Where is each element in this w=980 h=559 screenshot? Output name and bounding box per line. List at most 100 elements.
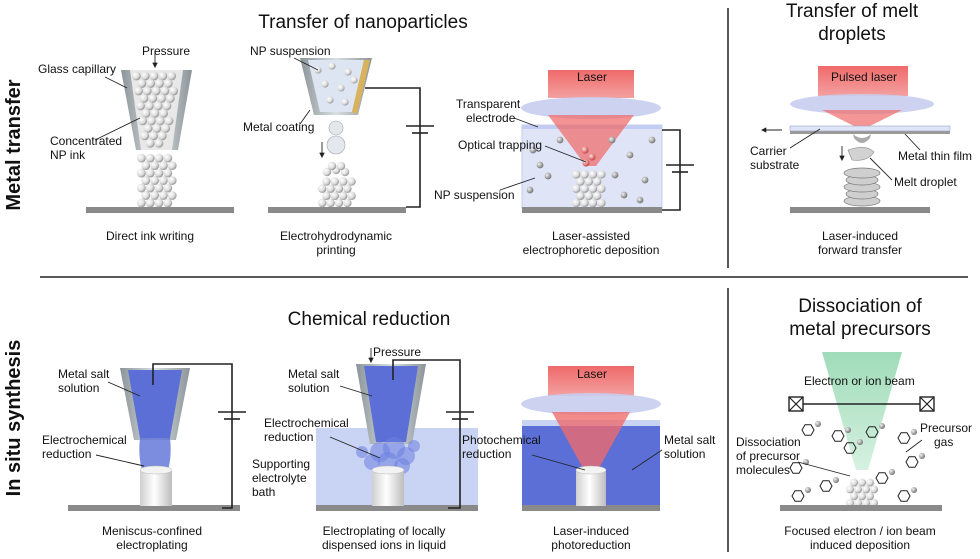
nanoparticle <box>163 183 173 193</box>
nanoparticle <box>576 191 585 201</box>
nanoparticle <box>137 153 146 163</box>
nanoparticle <box>866 492 874 501</box>
nanoparticle <box>340 167 350 177</box>
suspension-particles <box>314 62 358 106</box>
caption-lip-line2: photoreduction <box>551 538 630 552</box>
nanoparticle <box>165 94 175 103</box>
caption-mce-line2: electroplating <box>116 538 187 552</box>
ejected-film <box>853 134 871 143</box>
nanoparticle <box>167 191 177 200</box>
nanoparticle <box>163 168 173 178</box>
caption-ehd-line2: printing <box>316 243 355 257</box>
deposited-pillar <box>575 465 607 506</box>
nanoparticle <box>322 177 331 186</box>
label-salt-line1-6: Metal salt <box>288 367 340 381</box>
metal-salt-solution <box>364 366 418 442</box>
precursor-ring <box>897 432 911 444</box>
nanoparticle <box>154 168 164 178</box>
precursor-ring <box>801 424 815 436</box>
nanoparticle <box>347 177 356 186</box>
nanoparticle <box>858 478 866 487</box>
caption-febid-line1: Focused electron / ion beam <box>784 524 935 538</box>
nanoparticle <box>580 170 589 179</box>
label-np-suspension-3: NP suspension <box>434 188 515 202</box>
panel-lift: Pulsed laser Carrier substrate Metal thi… <box>750 66 972 257</box>
caption-lift-line2: forward transfer <box>818 243 902 257</box>
section-label-in-situ: In situ synthesis <box>3 340 25 497</box>
label-diss-line1: Dissociation <box>736 435 801 449</box>
nanoparticle <box>159 161 168 171</box>
deposited-droplet-stack <box>843 167 881 207</box>
nanoparticle <box>580 184 589 193</box>
label-electrode-line1: Transparent <box>456 97 521 111</box>
objective-lens <box>790 94 934 114</box>
nanoparticle <box>350 76 358 84</box>
nanoparticle <box>330 191 339 201</box>
header-dissociation-line1: Dissociation of <box>798 296 922 317</box>
nanoparticle <box>137 79 147 88</box>
nanoparticle <box>159 191 168 200</box>
beam-deflector-right-icon <box>919 396 935 412</box>
nanoparticle <box>163 79 173 88</box>
nanoparticle <box>137 198 146 208</box>
ion-cloud-puff <box>408 440 420 452</box>
nanoparticle <box>334 198 344 208</box>
label-bath-line3: bath <box>252 485 275 499</box>
nanoparticle <box>163 198 173 208</box>
label-echem-line1: Electrochemical <box>42 433 127 447</box>
nanoparticle <box>588 170 598 179</box>
label-glass-capillary: Glass capillary <box>38 62 116 76</box>
label-bath-line1: Supporting <box>252 457 310 471</box>
suspension-particles <box>526 136 656 204</box>
nanoparticle <box>862 485 870 494</box>
precursor-ring <box>865 426 879 438</box>
nanoparticle <box>154 138 164 148</box>
label-pulsed-laser: Pulsed laser <box>831 70 897 84</box>
objective-lens <box>521 393 661 415</box>
nanoparticle <box>584 177 593 186</box>
precursor-ring <box>843 442 857 454</box>
nanoparticle <box>593 177 602 186</box>
nanoparticle <box>850 492 858 501</box>
label-ink-line2: NP ink <box>50 148 86 162</box>
melt-droplet <box>847 147 875 161</box>
nanoparticle <box>536 161 544 169</box>
nanoparticle <box>582 159 590 167</box>
nanoparticle <box>164 116 174 126</box>
section-label-metal-transfer: Metal transfer <box>3 79 25 210</box>
nanoparticle <box>641 176 649 184</box>
substrate <box>780 505 942 511</box>
nanoparticle <box>143 123 153 133</box>
nanoparticle <box>833 477 839 483</box>
nanoparticle <box>146 79 156 88</box>
nanoparticle <box>336 161 346 171</box>
label-salt-line1-7: Metal salt <box>664 433 716 447</box>
nanoparticle <box>347 191 356 201</box>
label-gas-line1: Precursor <box>920 421 972 435</box>
label-metal-thin-film: Metal thin film <box>898 149 972 163</box>
substrate <box>522 207 662 213</box>
nanoparticle <box>858 492 866 501</box>
label-pressure: Pressure <box>142 44 190 58</box>
label-diss-line2: of precursor <box>736 449 800 463</box>
nanoparticle <box>160 86 170 96</box>
nanoparticle <box>326 96 334 104</box>
panel-electroplating-liquid: Pressure Metal salt solution Electrochem… <box>252 345 478 552</box>
nanoparticle <box>636 196 644 204</box>
caption-diw: Direct ink writing <box>106 229 194 243</box>
panel-meniscus-electroplating: Metal salt solution Electrochemical redu… <box>42 363 246 552</box>
metal-thin-film <box>790 131 950 134</box>
label-gas-line2: gas <box>934 435 953 449</box>
nanoparticle <box>141 176 151 185</box>
nanoparticle <box>154 198 164 208</box>
caption-mce-line1: Meniscus-confined <box>102 524 202 538</box>
label-salt-line1: Metal salt <box>58 367 110 381</box>
nanoparticle <box>169 86 179 96</box>
nanoparticle <box>137 168 146 178</box>
nanoparticle <box>857 439 863 445</box>
panel-febid: Electron or ion beam Dissociation of pre… <box>736 352 972 552</box>
label-echem-line2: reduction <box>42 447 91 461</box>
substrate <box>790 207 930 213</box>
nanoparticle <box>150 161 160 171</box>
